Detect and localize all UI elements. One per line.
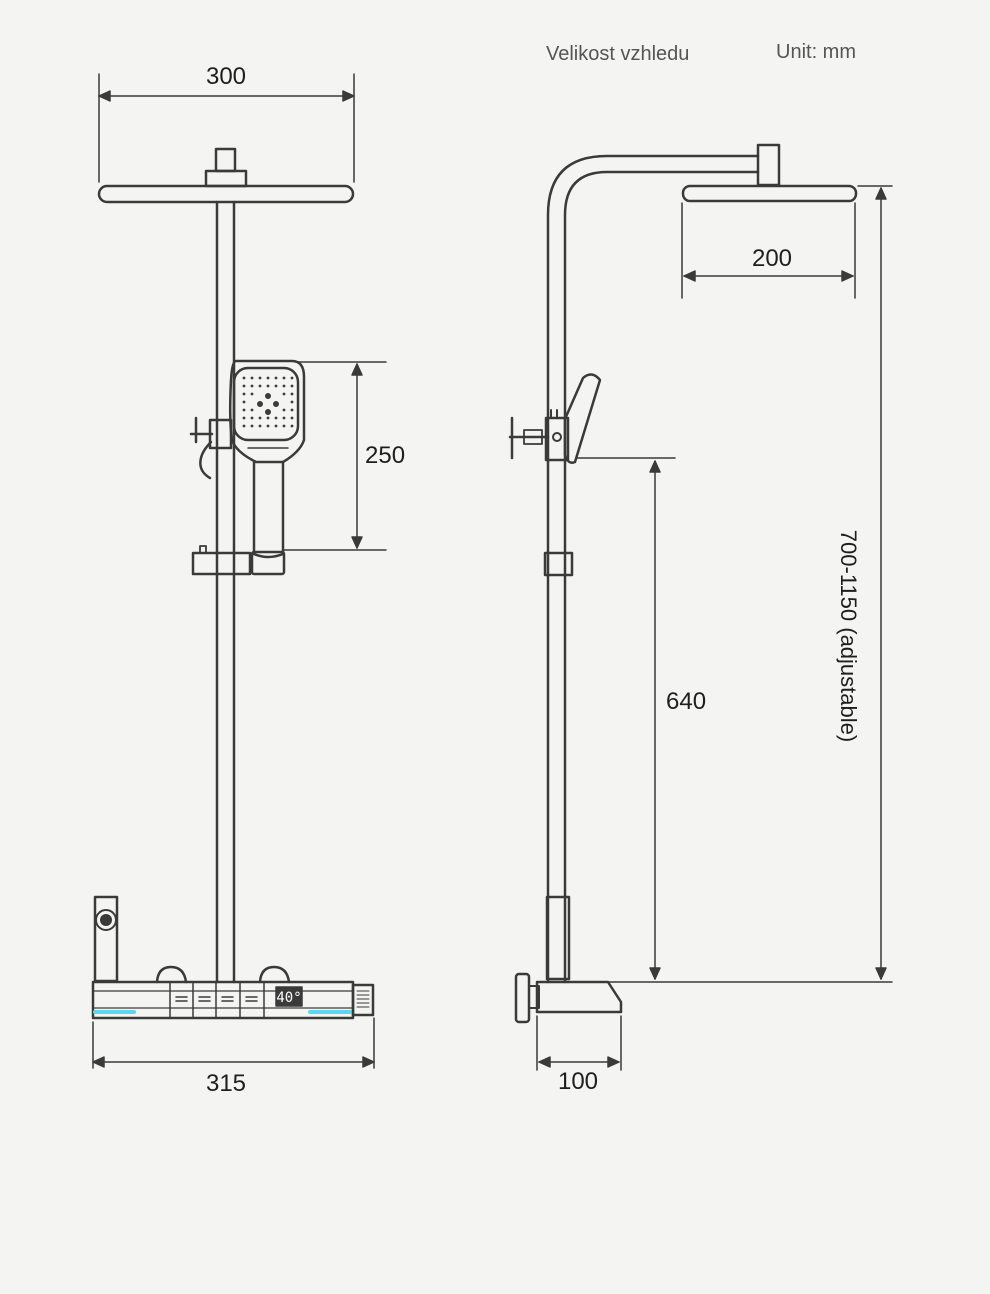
side-control-knob <box>514 972 531 1024</box>
dim-adjustable-height-label: 700-1150 (adjustable) <box>836 530 861 742</box>
side-spout-pipe <box>545 895 571 981</box>
dim-adjustable-height <box>605 185 893 983</box>
dim-panel-depth-label: 100 <box>558 1068 598 1095</box>
hose <box>199 440 213 480</box>
dim-head-width-label: 300 <box>206 63 246 90</box>
handset-nozzles <box>242 376 294 428</box>
dim-panel-width <box>92 1017 375 1069</box>
side-holder <box>543 551 574 577</box>
front-view: 300 <box>91 63 405 1097</box>
dim-head-depth <box>681 202 856 299</box>
temperature-display <box>275 986 303 1007</box>
dim-slide-height <box>576 457 676 980</box>
rain-shower-head <box>97 184 355 204</box>
drawing-title: Velikost vzhledu <box>546 43 690 65</box>
dim-slide-height-label: 640 <box>666 688 706 715</box>
head-connector-top <box>214 147 237 173</box>
side-hand-shower <box>563 373 602 464</box>
dim-panel-width-label: 315 <box>206 1070 246 1097</box>
curved-riser <box>546 154 760 984</box>
function-button-icons <box>175 996 258 1002</box>
right-knob <box>258 965 291 984</box>
unit-label: Unit: mm <box>776 41 856 63</box>
control-panel: 40° <box>91 980 375 1020</box>
side-control-panel <box>535 980 623 1014</box>
hand-shower <box>228 359 306 576</box>
riser-pipe <box>215 200 236 984</box>
hose-knob-icon <box>189 416 214 444</box>
dim-handset-height <box>283 361 387 551</box>
side-shower-head <box>681 184 858 203</box>
arm-end-block <box>756 143 781 187</box>
dim-panel-depth <box>536 1015 622 1071</box>
head-connector <box>204 169 248 188</box>
side-dial <box>351 983 375 1017</box>
temperature-display-value: 40° <box>276 990 301 1006</box>
dim-handset-height-label: 250 <box>365 442 405 469</box>
side-view: 200 640 <box>508 143 893 1095</box>
dim-head-depth-label: 200 <box>752 245 792 272</box>
handset-holder <box>191 551 252 576</box>
left-knob <box>155 965 188 984</box>
dim-head-width <box>98 73 355 183</box>
